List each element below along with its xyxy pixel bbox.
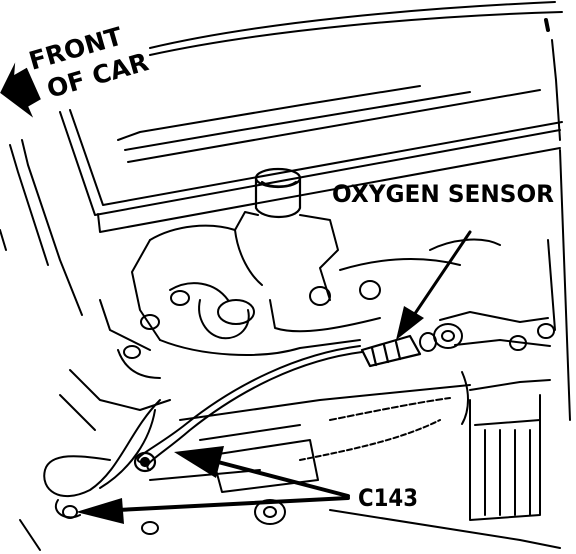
front-of-car-indicator: FRONT OF CAR [0, 22, 152, 118]
sensor-wire [136, 345, 363, 471]
wiring-harness [43, 399, 161, 519]
intake-assembly [99, 211, 461, 379]
oil-filler-cap [254, 167, 302, 219]
oxygen-sensor-arrow [396, 230, 472, 340]
oxygen-sensor-label: OXYGEN SENSOR [332, 180, 554, 208]
c143-connector [133, 451, 157, 473]
oxygen-sensor [360, 334, 422, 368]
c143-arrow-upper [174, 446, 350, 498]
engine-block [0, 149, 571, 551]
arrow-left-icon [0, 62, 41, 118]
valve-cover [9, 1, 563, 316]
c143-arrow-lower [76, 496, 350, 524]
c143-label: C143 [358, 484, 418, 512]
exhaust-manifold [419, 238, 556, 425]
